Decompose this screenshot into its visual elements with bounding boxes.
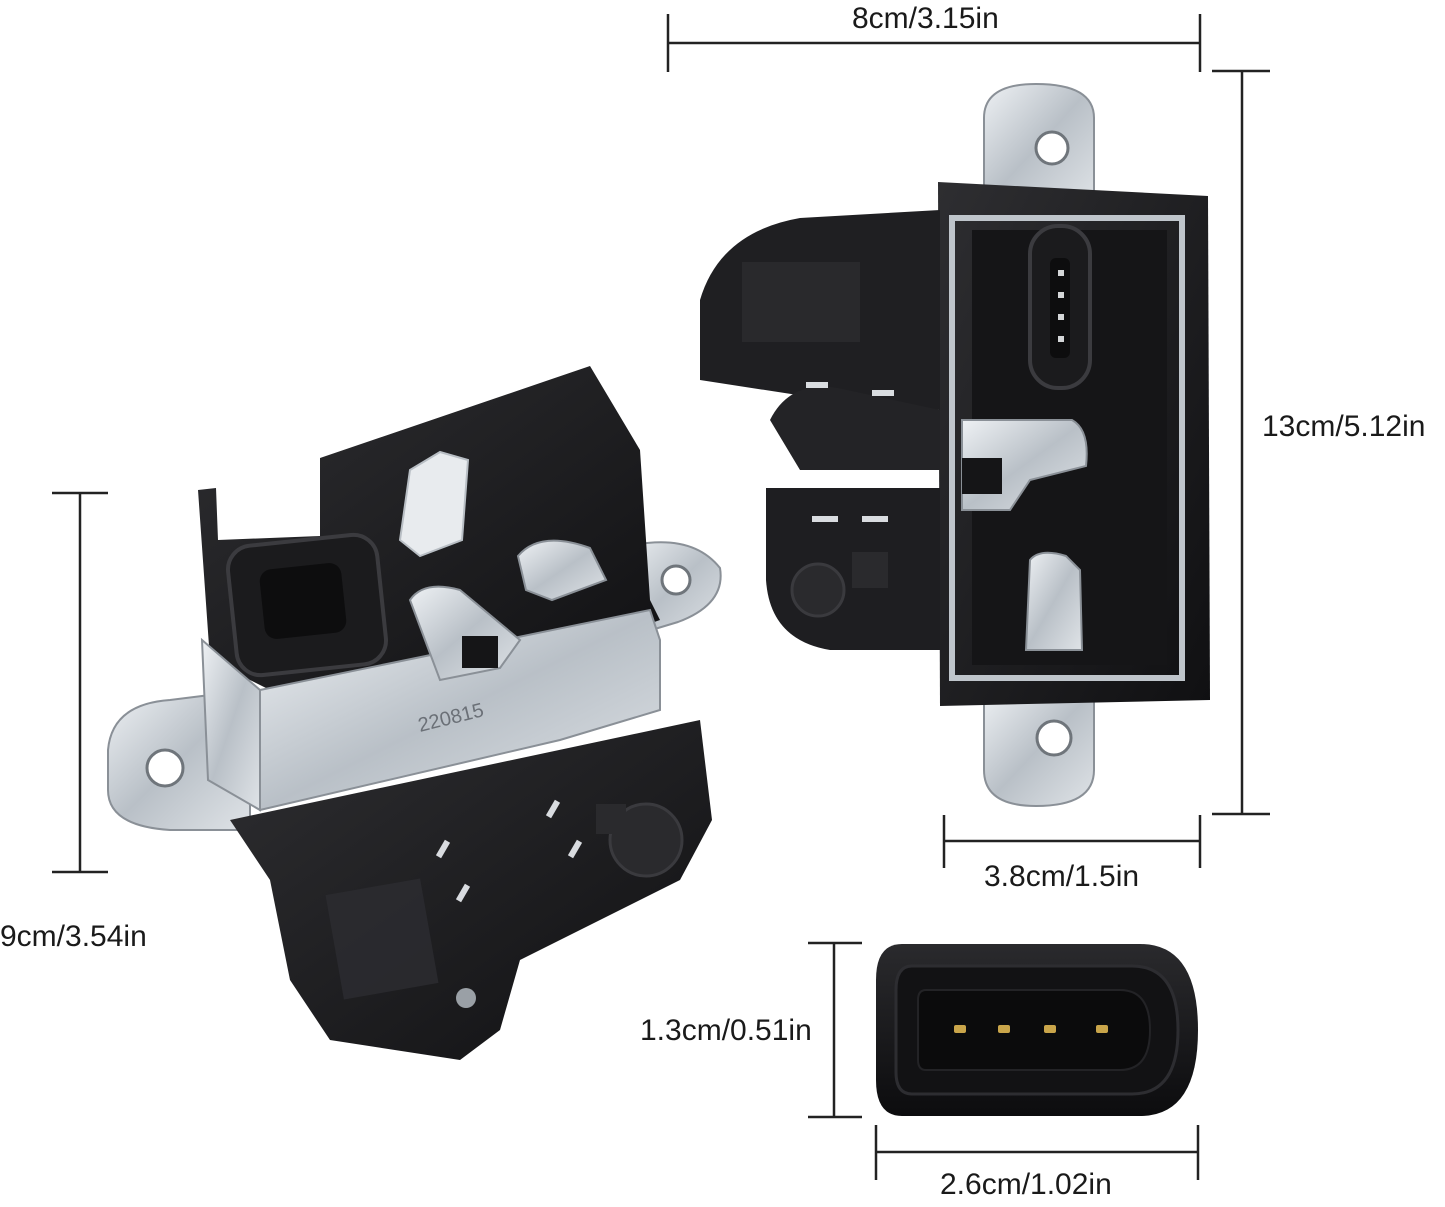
dimension-connector-height — [808, 941, 862, 1119]
dimension-height-left — [52, 491, 108, 874]
dimension-height-right — [1212, 69, 1270, 816]
label-height-right: 13cm/5.12in — [1262, 410, 1426, 443]
latch-angled-view: 220815 — [107, 366, 722, 1060]
latch-top-view — [700, 82, 1210, 808]
dimension-width-top — [666, 14, 1202, 72]
label-height-left: 9cm/3.54in — [0, 920, 147, 953]
dimension-connector-width — [874, 1125, 1200, 1180]
label-width-bottom: 3.8cm/1.5in — [984, 860, 1140, 893]
label-width-top: 8cm/3.15in — [852, 2, 999, 35]
connector-closeup — [876, 944, 1198, 1116]
dimension-width-bottom — [942, 815, 1202, 868]
label-connector-height: 1.3cm/0.51in — [640, 1014, 812, 1047]
label-connector-width: 2.6cm/1.02in — [940, 1168, 1112, 1201]
